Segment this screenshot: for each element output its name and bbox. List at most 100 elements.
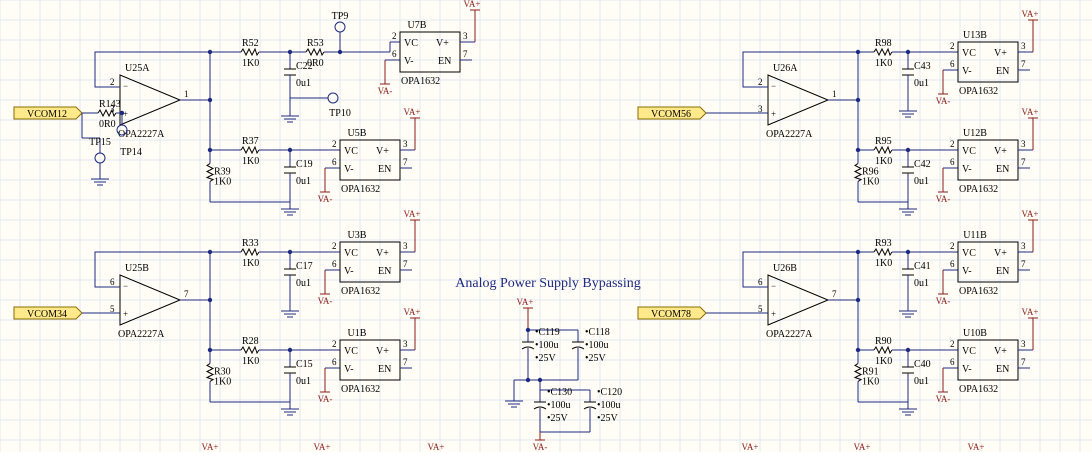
svg-text:V-: V- (962, 266, 972, 277)
svg-text:2: 2 (332, 241, 337, 251)
svg-text:1K0: 1K0 (875, 58, 892, 69)
svg-text:VA+: VA+ (464, 0, 481, 9)
svg-text:VCOM12: VCOM12 (27, 109, 67, 120)
svg-text:VCOM34: VCOM34 (27, 309, 67, 320)
svg-text:VA+: VA+ (404, 107, 421, 117)
svg-text:VCOM78: VCOM78 (651, 309, 691, 320)
svg-text:6: 6 (392, 49, 397, 59)
svg-text:0u1: 0u1 (296, 376, 311, 387)
ground-symbol (505, 395, 523, 408)
svg-text:V+: V+ (376, 146, 389, 157)
svg-text:OPA2227A: OPA2227A (118, 129, 165, 140)
svg-text:6: 6 (950, 59, 955, 69)
svg-text:VA-: VA- (378, 86, 393, 96)
svg-text:+: + (771, 109, 776, 119)
power-port-va-pos: VA+ (404, 107, 421, 130)
svg-text:VC: VC (962, 48, 976, 59)
svg-text:U11B: U11B (963, 230, 987, 241)
power-label-bottom: VA+ (428, 442, 445, 452)
ground-symbol (281, 403, 299, 416)
svg-text:0u1: 0u1 (296, 176, 311, 187)
svg-text:VC: VC (962, 346, 976, 357)
svg-text:TP15: TP15 (89, 137, 111, 148)
power-port-va-neg: VA- (318, 384, 332, 404)
svg-text:−: − (771, 281, 776, 291)
svg-text:•100u: •100u (535, 340, 559, 351)
svg-text:2: 2 (332, 339, 337, 349)
svg-text:−: − (123, 81, 128, 91)
svg-text:R33: R33 (242, 238, 259, 249)
svg-text:V+: V+ (994, 248, 1007, 259)
svg-text:7: 7 (463, 49, 468, 59)
power-label-bottom: VA+ (202, 442, 219, 452)
svg-text:3: 3 (1021, 339, 1026, 349)
svg-text:VA+: VA+ (854, 442, 871, 452)
svg-text:1K0: 1K0 (862, 177, 879, 188)
power-port-va-neg: VA- (936, 184, 950, 204)
svg-text:R39: R39 (214, 167, 231, 178)
svg-text:EN: EN (996, 164, 1009, 175)
svg-text:R95: R95 (875, 136, 892, 147)
svg-text:3: 3 (1021, 41, 1026, 51)
power-label-bottom: VA+ (742, 442, 759, 452)
svg-text:EN: EN (996, 364, 1009, 375)
svg-text:VC: VC (344, 146, 358, 157)
testpoint-tp10: TP10 (327, 92, 351, 119)
svg-text:VA+: VA+ (404, 307, 421, 317)
svg-text:V-: V- (344, 266, 354, 277)
svg-text:VA+: VA+ (1022, 209, 1039, 219)
svg-text:U25B: U25B (125, 263, 149, 274)
svg-text:U12B: U12B (963, 128, 987, 139)
svg-text:•100u: •100u (547, 400, 571, 411)
svg-text:3: 3 (758, 104, 763, 114)
capacitor-c130: •C130•100u•25V (533, 387, 572, 424)
svg-text:VA+: VA+ (428, 442, 445, 452)
svg-text:VC: VC (404, 38, 418, 49)
svg-text:OPA1632: OPA1632 (341, 184, 380, 195)
svg-text:OPA2227A: OPA2227A (766, 329, 813, 340)
svg-text:VA+: VA+ (1022, 9, 1039, 19)
svg-text:VA-: VA- (936, 96, 951, 106)
svg-text:OPA1632: OPA1632 (401, 76, 440, 87)
svg-text:U26B: U26B (773, 263, 797, 274)
svg-text:0u1: 0u1 (296, 278, 311, 289)
svg-text:•C130: •C130 (547, 387, 572, 398)
svg-text:3: 3 (1021, 241, 1026, 251)
svg-text:2: 2 (332, 139, 337, 149)
svg-text:V-: V- (962, 364, 972, 375)
svg-text:C41: C41 (914, 261, 931, 272)
svg-text:C40: C40 (914, 359, 931, 370)
svg-text:•100u: •100u (585, 340, 609, 351)
svg-text:1K0: 1K0 (214, 377, 231, 388)
ground-symbol (899, 105, 917, 118)
svg-text:C42: C42 (914, 159, 931, 170)
svg-text:V-: V- (344, 164, 354, 175)
svg-text:VA-: VA- (936, 394, 951, 404)
svg-text:1: 1 (832, 89, 837, 99)
power-label-bottom: VA+ (968, 442, 985, 452)
svg-text:0u1: 0u1 (914, 278, 929, 289)
svg-text:7: 7 (1021, 59, 1026, 69)
svg-text:EN: EN (378, 266, 391, 277)
svg-text:VA+: VA+ (742, 442, 759, 452)
